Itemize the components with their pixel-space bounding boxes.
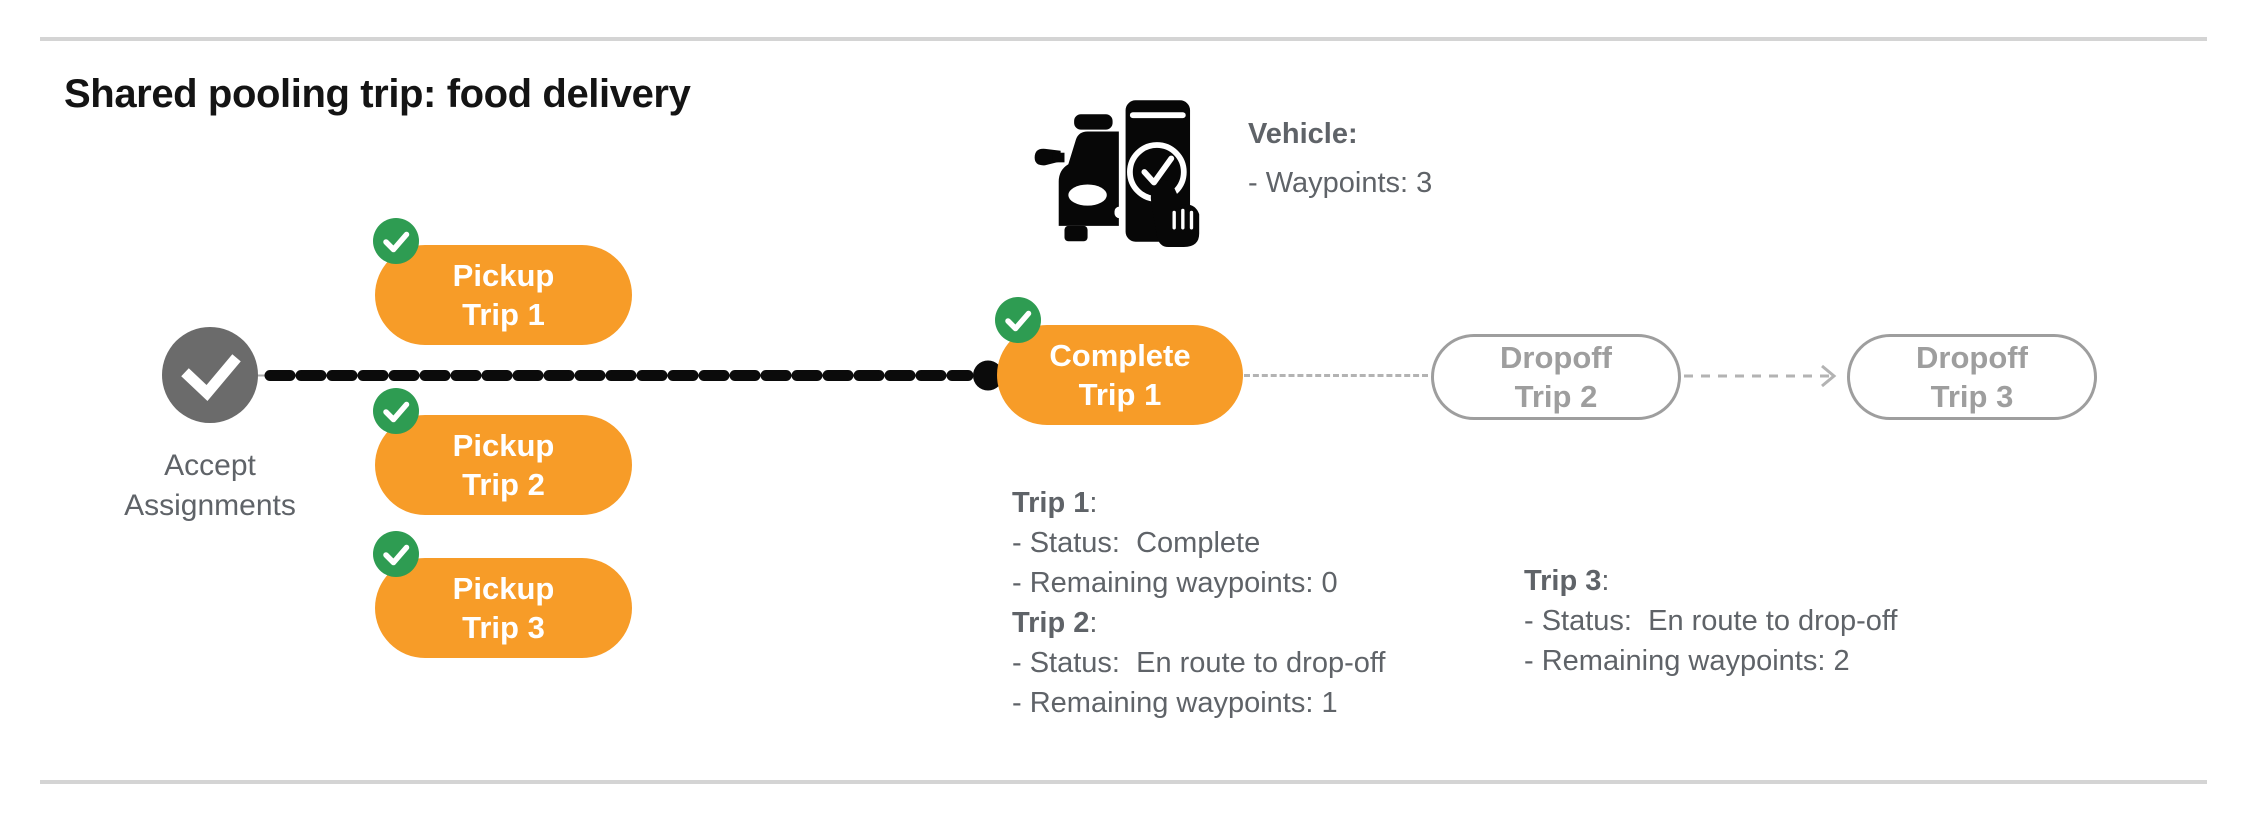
node-label-line1: Pickup: [452, 258, 555, 293]
trip1-waypoints: - Remaining waypoints: 0: [1012, 567, 1338, 599]
node-label-line2: Trip 2: [462, 467, 545, 502]
check-badge-icon: [373, 218, 419, 264]
node-pickup-trip3: Pickup Trip 3: [375, 558, 632, 658]
node-label-line2: Trip 3: [462, 610, 545, 645]
node-label-line1: Pickup: [452, 571, 555, 606]
node-label-line1: Complete: [1049, 338, 1191, 373]
bottom-divider: [40, 780, 2207, 784]
accept-label-line2: Assignments: [124, 489, 296, 522]
node-label-line1: Dropoff: [1916, 340, 2028, 375]
vehicle-info: Vehicle: - Waypoints: 3: [1248, 110, 1432, 208]
node-dropoff-trip3: Dropoff Trip 3: [1847, 334, 2097, 420]
node-complete-trip1: Complete Trip 1: [997, 325, 1243, 425]
connector-complete-to-dropoff2: [1244, 374, 1428, 377]
node-label-line2: Trip 1: [462, 297, 545, 332]
top-divider: [40, 37, 2207, 41]
trip2-status: - Status: En route to drop-off: [1012, 647, 1386, 679]
node-label-line2: Trip 2: [1514, 379, 1598, 414]
robotaxi-phone-check-icon: [1026, 88, 1204, 254]
node-label-line2: Trip 1: [1078, 377, 1162, 412]
trip-details-block-2: Trip 3: - Status: En route to drop-off -…: [1524, 561, 1897, 681]
vehicle-label: Vehicle:: [1248, 118, 1358, 150]
vehicle-waypoints: - Waypoints: 3: [1248, 167, 1433, 199]
accept-assignments-label: Accept Assignments: [60, 446, 360, 526]
check-badge-icon: [373, 531, 419, 577]
node-dropoff-trip2: Dropoff Trip 2: [1431, 334, 1681, 420]
checkmark-icon: [162, 325, 258, 426]
page-title: Shared pooling trip: food delivery: [64, 72, 691, 116]
check-badge-icon: [995, 297, 1041, 343]
accept-assignments-node: [162, 327, 258, 423]
trip1-status: - Status: Complete: [1012, 527, 1261, 559]
trip1-heading: Trip 1:: [1012, 487, 1098, 519]
arrowhead-icon: [1821, 364, 1837, 388]
trip3-status: - Status: En route to drop-off: [1524, 605, 1898, 637]
node-pickup-trip1: Pickup Trip 1: [375, 245, 632, 345]
node-label-line2: Trip 3: [1930, 379, 2014, 414]
trip3-heading: Trip 3:: [1524, 565, 1610, 597]
trip3-waypoints: - Remaining waypoints: 2: [1524, 645, 1850, 677]
trip2-waypoints: - Remaining waypoints: 1: [1012, 687, 1338, 719]
node-label-line1: Dropoff: [1500, 340, 1612, 375]
trip2-heading: Trip 2:: [1012, 607, 1098, 639]
check-badge-icon: [373, 388, 419, 434]
connector-dropoff2-to-dropoff3: [1684, 364, 1837, 388]
node-label-line1: Pickup: [452, 428, 555, 463]
node-pickup-trip2: Pickup Trip 2: [375, 415, 632, 515]
trip-details-block-1: Trip 1: - Status: Complete - Remaining w…: [1012, 483, 1385, 723]
accept-label-line1: Accept: [164, 449, 256, 482]
